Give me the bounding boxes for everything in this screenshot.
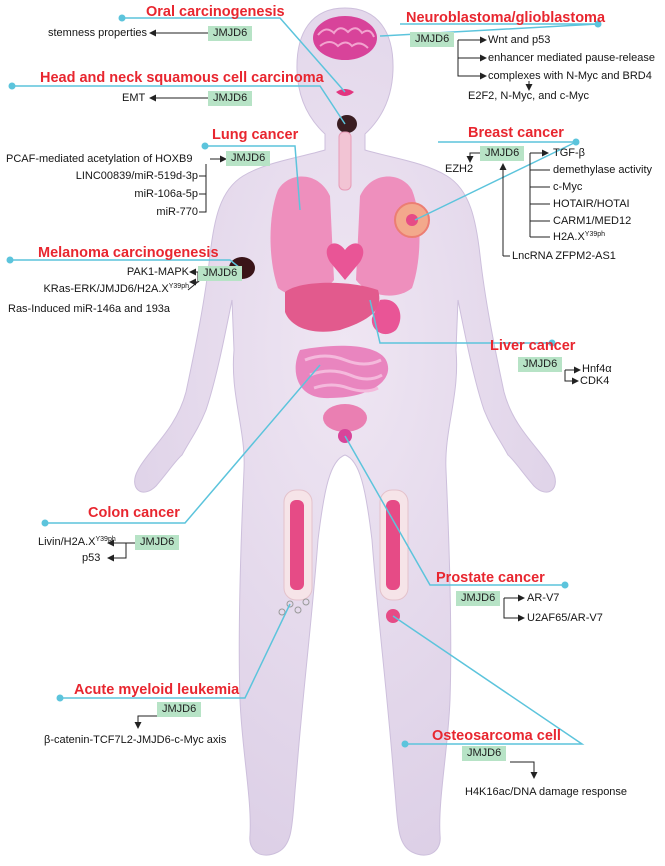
oral-target: stemness properties (48, 27, 148, 39)
melanoma-target-sup: Y39ph (168, 283, 189, 290)
breast-target: TGF-β (553, 147, 585, 159)
jmjd6-badge-lung: JMJD6 (226, 151, 271, 166)
jmjd6-badge-prostate: JMJD6 (456, 591, 501, 606)
osteo-target: H4K16ac/DNA damage response (465, 786, 628, 798)
jmjd6-badge-breast: JMJD6 (480, 146, 525, 161)
jmjd6-badge-melanoma: JMJD6 (198, 266, 243, 281)
jmjd6-badge-osteo: JMJD6 (462, 746, 507, 761)
title-head-neck-carcinoma: Head and neck squamous cell carcinoma (40, 70, 324, 86)
jmjd6-badge-neuro: JMJD6 (410, 32, 455, 47)
organs (229, 16, 430, 623)
title-colon-cancer: Colon cancer (88, 505, 180, 521)
breast-target-h2ax: H2A.XY39ph (553, 231, 605, 244)
lung-target: miR-106a-5p (134, 188, 198, 200)
breast-target: CARM1/MED12 (553, 215, 632, 227)
aml-target: β-catenin-TCF7L2-JMJD6-c-Myc axis (44, 734, 227, 746)
melanoma-target-kras: KRas-ERK/JMJD6/H2A.XY39ph (43, 283, 189, 296)
neuro-target: enhancer mediated pause-release (488, 52, 655, 64)
leader-dots (6, 14, 602, 748)
jmjd6-badge-hnscc: JMJD6 (208, 91, 253, 106)
liver-target: CDK4 (580, 375, 610, 387)
jmjd6-badge-aml: JMJD6 (157, 702, 202, 717)
title-osteosarcoma-cell: Osteosarcoma cell (432, 728, 561, 744)
breast-target-label: H2A.X (553, 231, 585, 243)
liver-target: Hnf4α (582, 363, 612, 375)
colon-target-label: Livin/H2A.X (38, 536, 96, 548)
hnscc-target: EMT (122, 92, 146, 104)
title-lung-cancer: Lung cancer (212, 127, 299, 143)
jmjd6-badge-colon: JMJD6 (135, 535, 180, 550)
breast-target-sup: Y39ph (584, 231, 606, 238)
connector-arrows (107, 29, 581, 779)
lung-target: PCAF-mediated acetylation of HOXB9 (6, 153, 193, 165)
breast-target: demethylase activity (553, 164, 653, 176)
title-oral-carcinogenesis: Oral carcinogenesis (146, 4, 285, 20)
title-melanoma-carcinogenesis: Melanoma carcinogenesis (38, 245, 219, 261)
neuro-target: complexes with N-Myc and BRD4 (488, 70, 652, 82)
prostate-target: AR-V7 (527, 592, 560, 604)
breast-target: c-Myc (553, 181, 583, 193)
breast-upstream: LncRNA ZFPM2-AS1 (512, 250, 616, 262)
colon-target-livin: Livin/H2A.XY39ph (38, 536, 116, 549)
breast-target: HOTAIR/HOTAI (553, 198, 630, 210)
lung-target: miR-770 (156, 206, 198, 218)
prostate-target: U2AF65/AR-V7 (527, 612, 603, 624)
jmjd6-badge-liver: JMJD6 (518, 357, 563, 372)
leader-lines (10, 17, 599, 745)
melanoma-target-label: KRas-ERK/JMJD6/H2A.X (43, 283, 169, 295)
neuro-target: Wnt and p53 (488, 34, 551, 46)
title-neuroblastoma-glioblastoma: Neuroblastoma/glioblastoma (406, 10, 606, 26)
title-acute-myeloid-leukemia: Acute myeloid leukemia (74, 682, 240, 698)
title-breast-cancer: Breast cancer (468, 125, 564, 141)
colon-target: p53 (82, 552, 101, 564)
jmjd6-badge-oral: JMJD6 (208, 26, 253, 41)
lung-target: LINC00839/miR-519d-3p (75, 170, 198, 182)
title-prostate-cancer: Prostate cancer (436, 570, 545, 586)
neuro-target: E2F2, N-Myc, and c-Myc (468, 90, 590, 102)
breast-partner: EZH2 (445, 163, 474, 175)
melanoma-target: Ras-Induced miR-146a and 193a (8, 303, 171, 315)
title-liver-cancer: Liver cancer (490, 338, 576, 354)
colon-target-sup: Y39ph (95, 536, 116, 543)
melanoma-target: PAK1-MAPK (126, 266, 189, 278)
